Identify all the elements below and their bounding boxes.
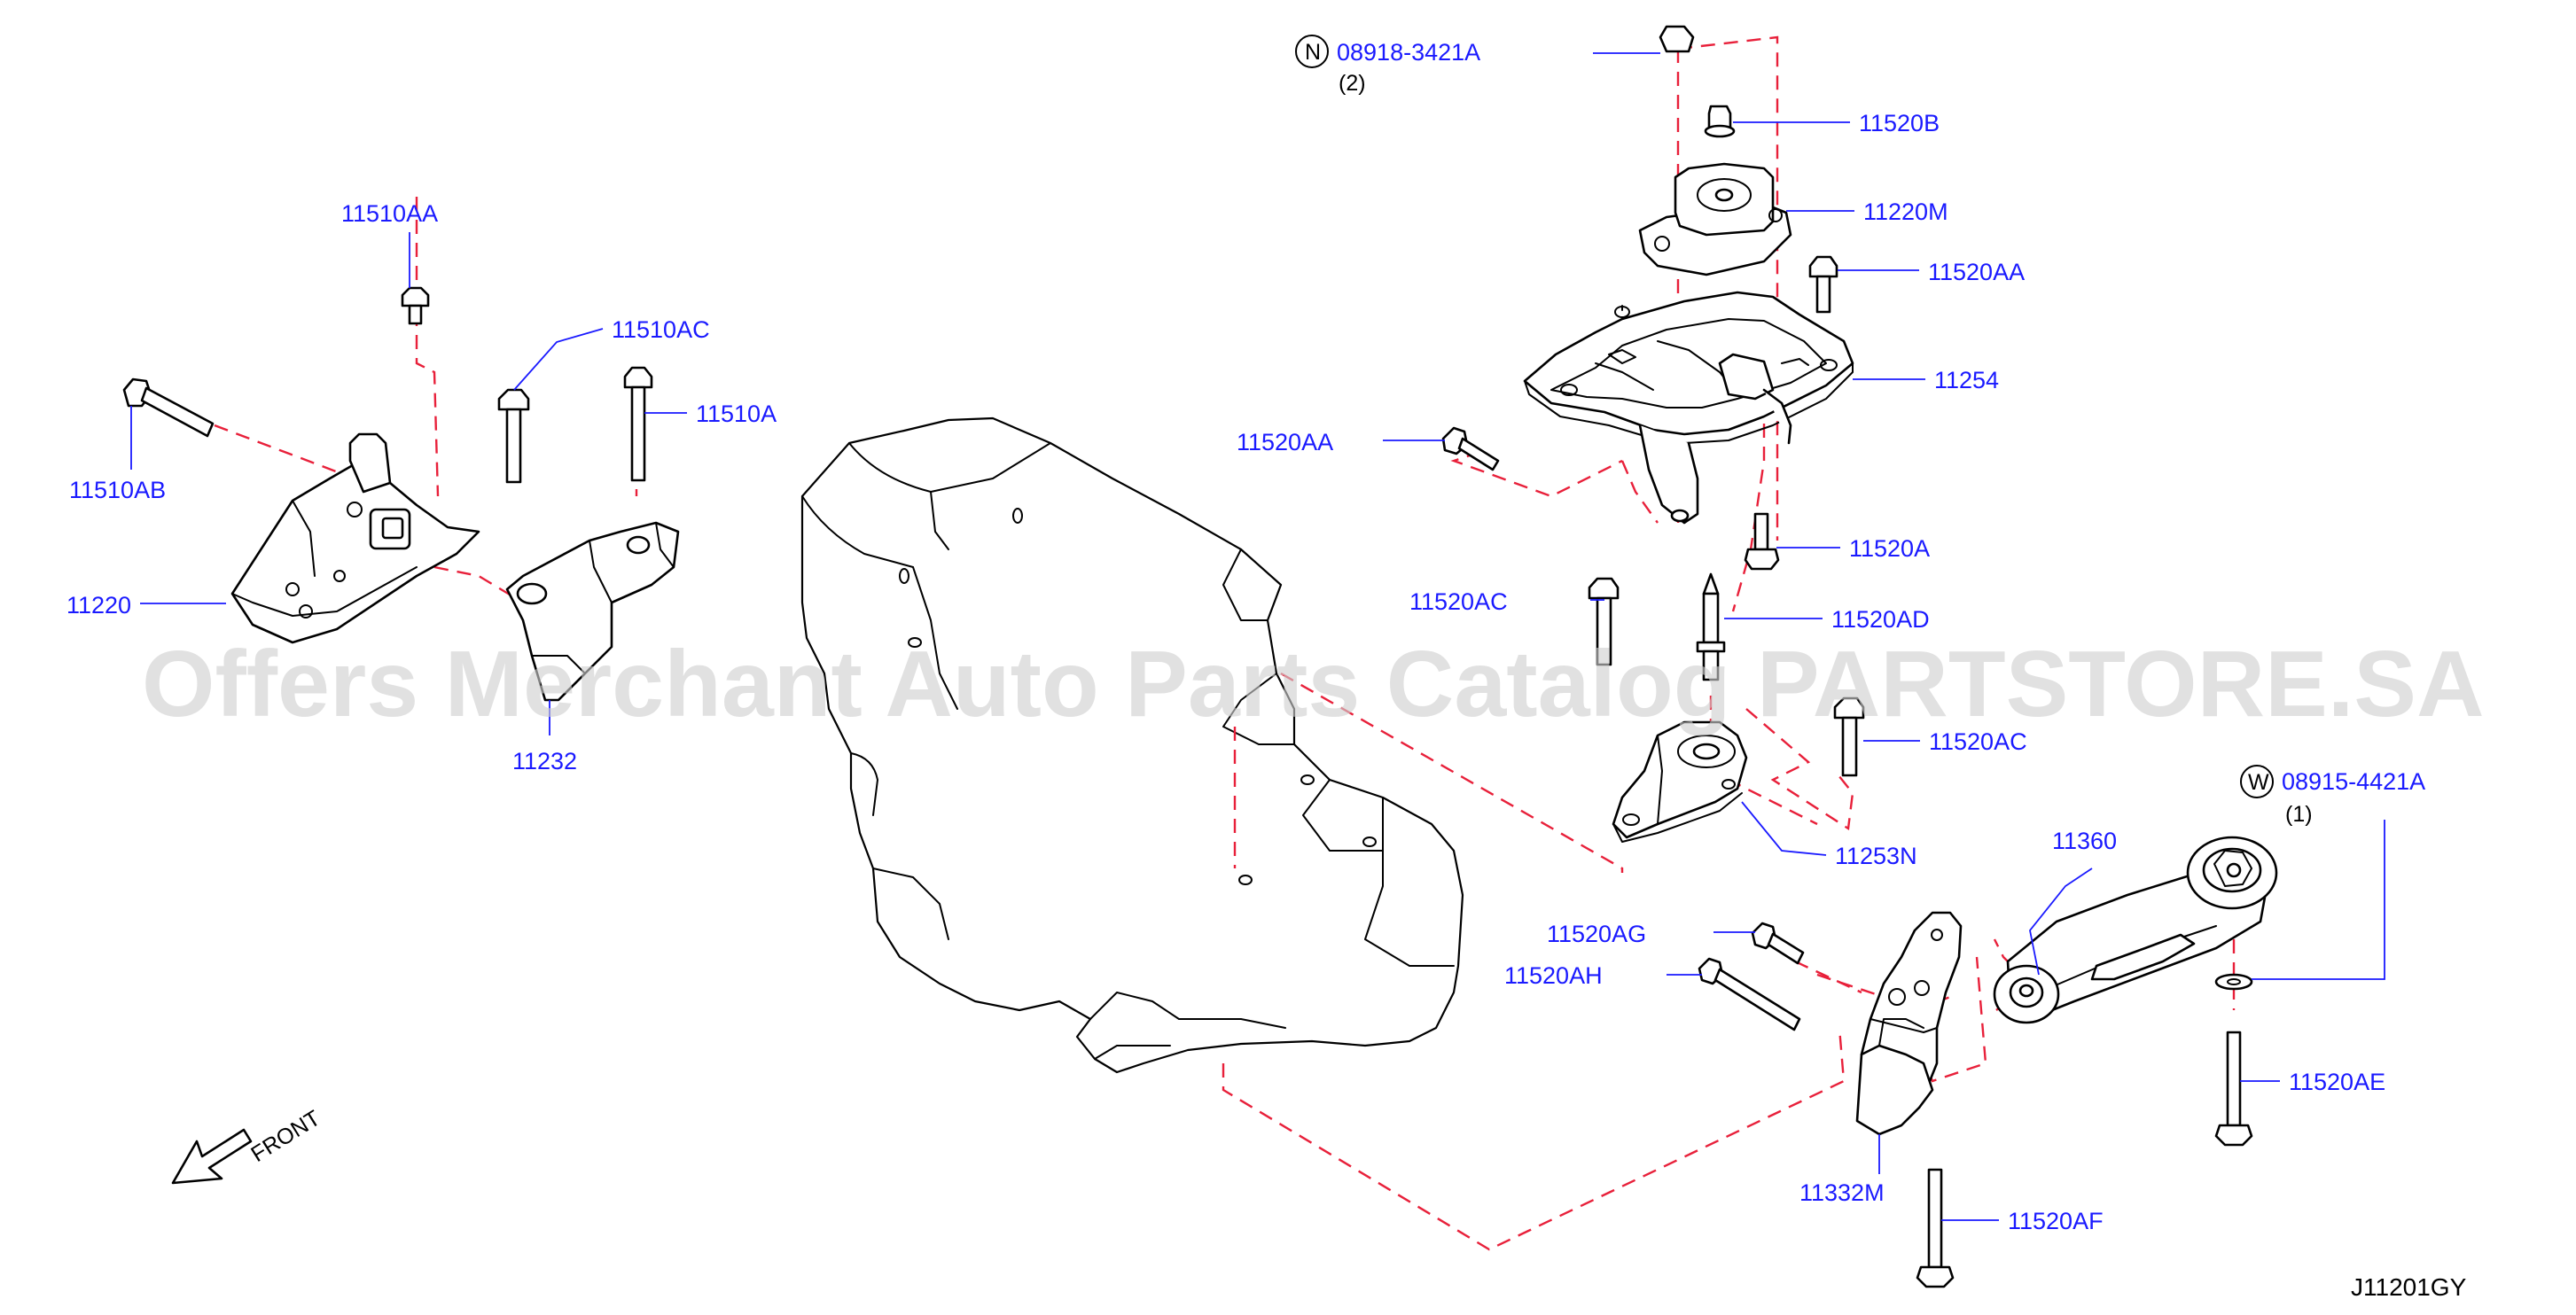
- label-11520AF: 11520AF: [2008, 1208, 2104, 1234]
- engine-block: [800, 416, 1464, 1074]
- label-11520AA-right: 11520AA: [1928, 259, 2025, 285]
- label-08918-3421A: 08918-3421A: [1337, 39, 1480, 66]
- label-08915-4421A: 08915-4421A: [2282, 768, 2425, 795]
- bolt-11510AC: [497, 388, 530, 484]
- badge-n-icon: [1295, 35, 1329, 68]
- bracket-11232: [505, 521, 680, 702]
- label-11520AD: 11520AD: [1831, 606, 1930, 633]
- bolt-11520AF: [1916, 1168, 1955, 1288]
- label-11510AC: 11510AC: [612, 316, 710, 343]
- label-11220: 11220: [66, 592, 131, 619]
- label-11520B: 11520B: [1859, 110, 1940, 136]
- bracket-11253N: [1612, 720, 1748, 843]
- front-arrow-icon: [171, 1128, 253, 1185]
- stud-11520AD: [1696, 572, 1726, 681]
- qty-08918: (2): [1339, 71, 1366, 96]
- bolt-11520AC-left: [1588, 577, 1620, 666]
- label-11254: 11254: [1934, 367, 1999, 393]
- bolt-11520A: [1744, 512, 1780, 571]
- bolt-11520AH: [1698, 957, 1801, 1031]
- cap-11520B: [1704, 105, 1736, 138]
- bolt-11510AA: [401, 286, 430, 325]
- bracket-11254: [1523, 291, 1854, 525]
- watermark: Offers Merchant Auto Parts Catalog PARTS…: [142, 632, 2485, 736]
- label-11232: 11232: [512, 748, 577, 774]
- label-11520A: 11520A: [1849, 535, 1930, 562]
- washer-08915: [2214, 973, 2253, 991]
- qty-08915: (1): [2285, 802, 2313, 827]
- bolt-11520AA-right: [1808, 255, 1838, 314]
- mount-11220: [230, 432, 480, 644]
- mount-11220M: [1638, 162, 1792, 276]
- diagram-code: J11201GY: [2351, 1273, 2467, 1301]
- label-11253N: 11253N: [1835, 843, 1917, 869]
- part-labels: N 08918-3421A (2) 11520B 11220M 11520AA …: [66, 35, 2467, 1301]
- label-11520AC-right: 11520AC: [1929, 728, 2027, 755]
- bolt-11520AE: [2214, 1031, 2253, 1147]
- badge-n-text: N: [1305, 40, 1321, 65]
- label-11510AB: 11510AB: [69, 477, 166, 503]
- label-11510AA: 11510AA: [341, 200, 438, 227]
- label-11360: 11360: [2052, 828, 2117, 854]
- nut-08918: [1659, 25, 1695, 53]
- bolt-11510AB: [122, 377, 215, 438]
- badge-w-icon: [2240, 765, 2274, 798]
- leader-lines: [130, 52, 2385, 1221]
- label-11520AE: 11520AE: [2289, 1069, 2385, 1095]
- label-11520AC-left: 11520AC: [1409, 588, 1508, 615]
- front-label: FRONT: [246, 1106, 324, 1167]
- label-11510A: 11510A: [696, 401, 777, 427]
- bolt-11510A: [623, 366, 653, 482]
- label-11520AA-left: 11520AA: [1237, 429, 1333, 455]
- bolt-11520AG: [1751, 922, 1805, 965]
- bolt-11520AC-right: [1833, 696, 1865, 777]
- label-11520AG: 11520AG: [1547, 921, 1646, 947]
- label-11220M: 11220M: [1863, 198, 1948, 225]
- bracket-11332M: [1855, 911, 1963, 1136]
- torque-rod-11360: [1993, 836, 2278, 1024]
- bolt-11520AA-left: [1441, 426, 1500, 471]
- label-11332M: 11332M: [1799, 1179, 1885, 1206]
- badge-w-text: W: [2248, 770, 2269, 795]
- label-11520AH: 11520AH: [1504, 962, 1603, 989]
